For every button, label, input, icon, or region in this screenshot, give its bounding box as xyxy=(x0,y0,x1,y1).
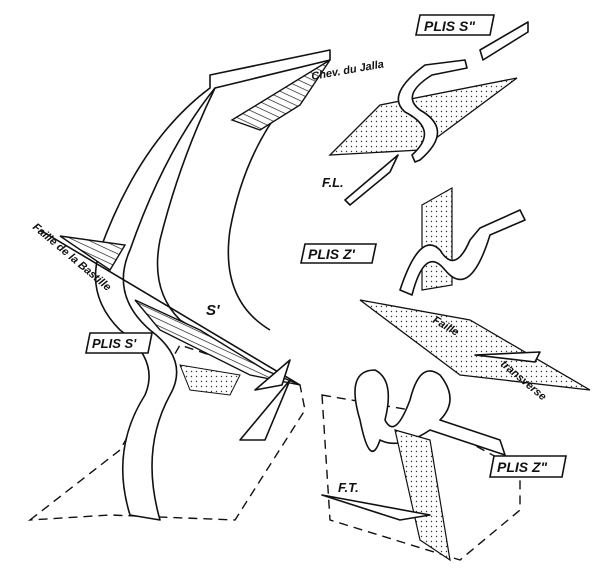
svg-text:PLIS Z": PLIS Z" xyxy=(497,459,548,475)
z-fold-ribbon xyxy=(399,209,526,296)
svg-text:PLIS S": PLIS S" xyxy=(424,18,475,34)
faille-transverse-plane xyxy=(359,299,591,391)
dotted-lower-plane xyxy=(394,429,451,562)
plis-z-prime-fold xyxy=(399,186,526,296)
s-fold-ribbon xyxy=(397,59,468,163)
main-fold-s-prime xyxy=(27,49,331,521)
svg-text:PLIS S': PLIS S' xyxy=(92,336,137,351)
arrow-marker-1 xyxy=(254,359,291,391)
reference-plane-dashed-right xyxy=(321,394,521,561)
label-plis-z-double: PLIS Z" xyxy=(489,455,567,478)
label-s-prime: S' xyxy=(206,302,220,319)
label-plis-z-prime: PLIS Z' xyxy=(300,243,377,264)
arrow-upper xyxy=(479,21,529,61)
arrow-ft xyxy=(321,494,431,521)
label-plis-s-prime: PLIS S' xyxy=(85,332,153,354)
faille-bastille-line xyxy=(39,229,301,386)
svg-text:PLIS Z': PLIS Z' xyxy=(308,246,356,262)
hatched-fault-block-left xyxy=(59,235,127,271)
plis-z-double-fold xyxy=(321,299,591,562)
dotted-axial-plane xyxy=(421,186,453,291)
z-fold-ribbon-double xyxy=(354,369,506,456)
plis-s-double-fold xyxy=(328,21,529,206)
arrow-marker-2 xyxy=(239,379,291,441)
label-ft: F.T. xyxy=(338,480,359,495)
fold-layer-outer xyxy=(94,49,331,521)
dotted-surface xyxy=(179,364,241,396)
label-fl: F.L. xyxy=(322,175,344,190)
arrow-transverse xyxy=(474,351,541,363)
arrow-fl xyxy=(344,154,399,206)
label-plis-s-double: PLIS S" xyxy=(415,14,495,36)
hatched-fault-block-top xyxy=(230,59,331,131)
